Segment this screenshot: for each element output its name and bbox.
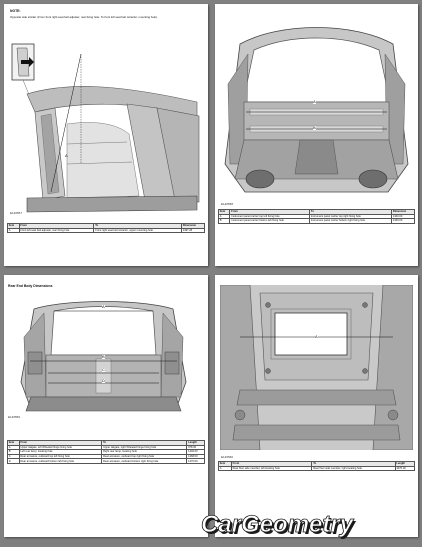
callout-d: D: [102, 378, 105, 383]
table-cell: 1270.00: [186, 458, 205, 464]
table-row: D Rear armature, outboard bottom left fi…: [7, 458, 205, 464]
table-row: A Rear floor side member, left locating …: [218, 465, 416, 472]
callout-b: B: [102, 354, 105, 359]
cargeometry-logo: CarGeometry CarGeometry: [201, 511, 357, 540]
callout-c: C: [102, 367, 105, 372]
document-page-2: A B E146558 Item From To Dimension A Ins…: [215, 4, 418, 266]
document-page-1: NOTE: Opposite side similar. (From front…: [4, 4, 208, 266]
figure-id: E146558: [221, 202, 234, 206]
figure-id: E146559: [8, 415, 21, 419]
b-pillar-side-illustration: [11, 43, 200, 213]
table-cell: Instrument panel carrier bottom left fix…: [229, 218, 311, 224]
table-cell: Front right seat belt retractor, upper m…: [93, 227, 182, 234]
table-cell: Rear floor side member, right locating h…: [311, 465, 396, 472]
callout-b: B: [313, 125, 316, 130]
document-page-4: A E146560 Item From To Length A Rear flo…: [215, 275, 418, 537]
document-page-3: Rear End Body Dimensions A B C D E146559…: [4, 275, 208, 537]
table-cell: 1070.00: [394, 465, 416, 472]
table-cell: 1497.28: [180, 227, 206, 234]
table-cell: Rear floor side member, left locating ho…: [230, 465, 313, 472]
figure-id: E146560: [221, 455, 234, 459]
table-cell: D: [7, 458, 20, 464]
table-row: A Front left seat belt adjuster, rear fi…: [7, 227, 206, 234]
table-cell: B: [217, 218, 231, 224]
callout-a: A: [102, 304, 105, 309]
dimension-table: Item From To Length A Rear floor side me…: [218, 461, 416, 472]
figure-id: E146557: [10, 211, 23, 215]
front-body-opening-illustration: [224, 27, 409, 193]
callout-a: A: [313, 99, 316, 104]
logo-text: CarGeometry: [201, 511, 355, 538]
table-cell: 1340.00: [391, 218, 415, 224]
dimension-table: Item From To Length A Upper tailgate, le…: [7, 440, 205, 464]
rear-floor-illustration: [220, 285, 413, 450]
callout-a: A: [315, 334, 318, 339]
dimension-table: Item From To Dimension A Front left seat…: [7, 223, 206, 234]
table-cell: Instrument panel carrier bottom right fi…: [309, 218, 393, 224]
callout-a: A: [65, 153, 68, 158]
table-cell: A: [7, 227, 20, 234]
table-cell: Rear armature, outboard bottom left fixi…: [18, 458, 103, 464]
table-row: B Instrument panel carrier bottom left f…: [217, 218, 415, 224]
table-cell: Front left seat belt adjuster, rear fixi…: [18, 227, 95, 234]
logo-shadow: CarGeometry: [203, 513, 357, 540]
section-heading: Rear End Body Dimensions: [8, 284, 53, 288]
dimension-table: Item From To Dimension A Instrument pane…: [217, 209, 415, 224]
table-cell: Rear armature, outboard bottom right fix…: [101, 458, 188, 464]
table-cell: A: [218, 465, 232, 472]
note-heading: NOTE:: [10, 9, 21, 13]
note-subtitle: Opposite side similar. (From front right…: [10, 15, 158, 19]
